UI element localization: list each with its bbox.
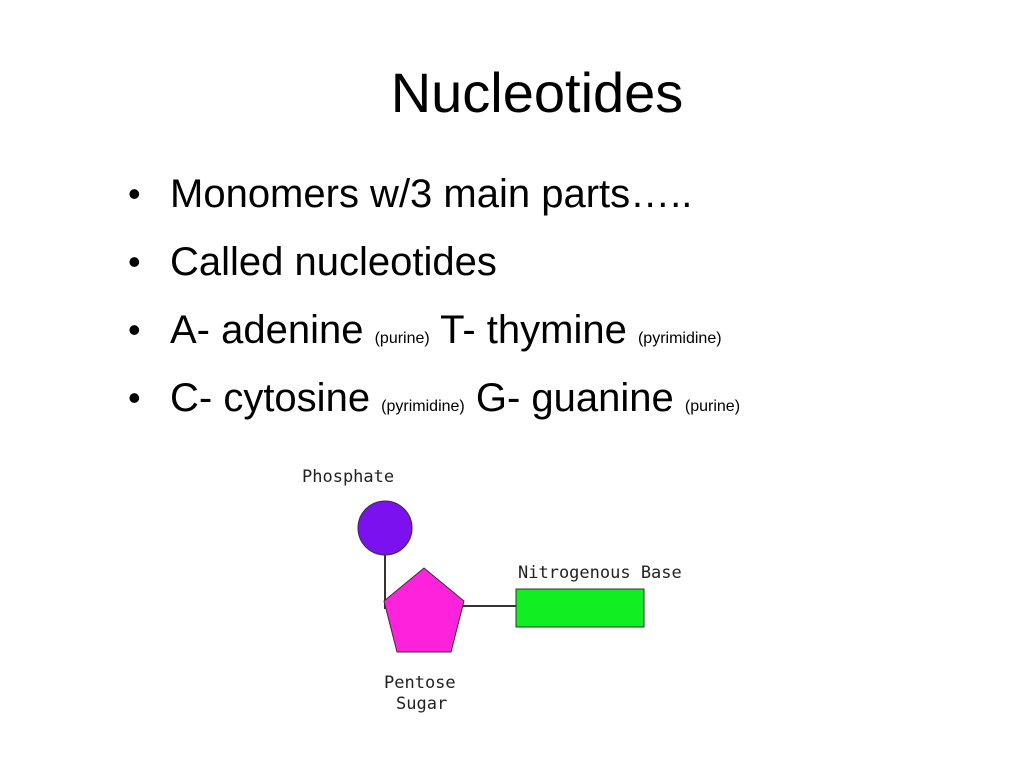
bullet-item: • A- adenine (purine) T- thymine (pyrimi… [128, 306, 740, 374]
phosphate-circle [357, 500, 413, 556]
bullet-item: • Monomers w/3 main parts….. [128, 170, 740, 238]
bullet-note-purine: (purine) [374, 330, 430, 347]
nucleotide-diagram-svg: Phosphate Nitrogenous Base Pentose Sugar [302, 467, 682, 714]
bullet-text: Called nucleotides [170, 240, 497, 284]
bullet-icon: • [128, 173, 141, 214]
bullet-text: Monomers w/3 main parts….. [170, 172, 693, 216]
bullet-text-guanine: G- guanine [464, 376, 685, 420]
sugar-label: Sugar [396, 694, 447, 714]
phosphate-label: Phosphate [302, 467, 394, 487]
bullet-item: • Called nucleotides [128, 238, 740, 306]
nitrogenous-base-label: Nitrogenous Base [518, 563, 682, 583]
bullet-item: • C- cytosine (pyrimidine) G- guanine (p… [128, 374, 740, 442]
nucleotide-diagram: Phosphate Nitrogenous Base Pentose Sugar [290, 455, 740, 725]
bullet-text-cytosine: C- cytosine [170, 376, 382, 420]
nitrogenous-base-rectangle [515, 588, 645, 628]
bullet-icon: • [128, 309, 141, 350]
bullet-icon: • [128, 377, 141, 418]
bullet-note-purine: (purine) [684, 398, 741, 415]
pentose-label: Pentose [384, 673, 456, 693]
bullet-icon: • [128, 241, 141, 282]
bullet-text-thymine: T- thymine [429, 308, 638, 352]
bullet-note-pyrimidine: (pyrimidine) [381, 398, 465, 415]
bullet-note-pyrimidine: (pyrimidine) [637, 330, 722, 347]
bullet-list: • Monomers w/3 main parts….. • Called nu… [128, 170, 740, 442]
slide-title: Nucleotides [390, 61, 684, 124]
bullet-text-adenine: A- adenine [170, 308, 375, 352]
pentose-sugar-pentagon [383, 567, 465, 653]
